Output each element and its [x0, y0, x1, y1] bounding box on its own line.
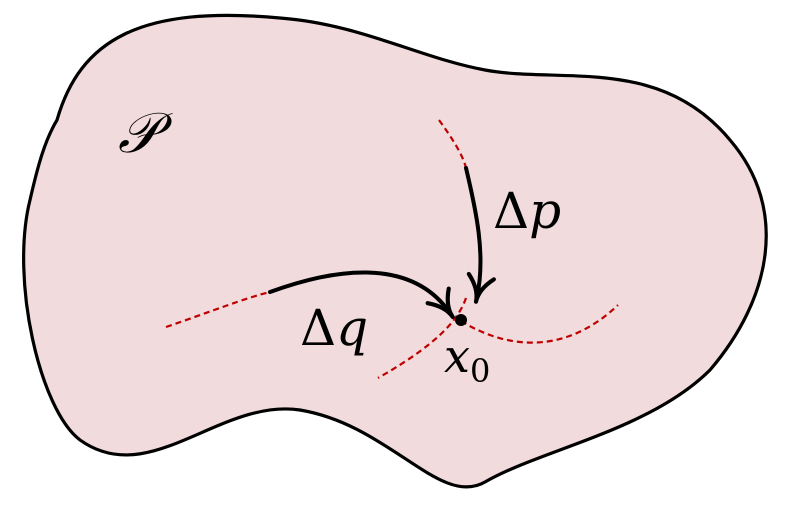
dashed-p-curve [438, 119, 468, 169]
dashed-q-curve [165, 290, 271, 329]
x0-label: x0 [444, 329, 490, 390]
delta-p-label: Δp [493, 182, 561, 240]
point-x0 [455, 314, 467, 326]
delta-p-arrow [464, 166, 496, 304]
dashed-lower-right-curve [460, 304, 619, 344]
delta-q-arrow [268, 270, 455, 320]
region-shape [22, 13, 768, 489]
delta-q-label: Δq [300, 299, 368, 357]
